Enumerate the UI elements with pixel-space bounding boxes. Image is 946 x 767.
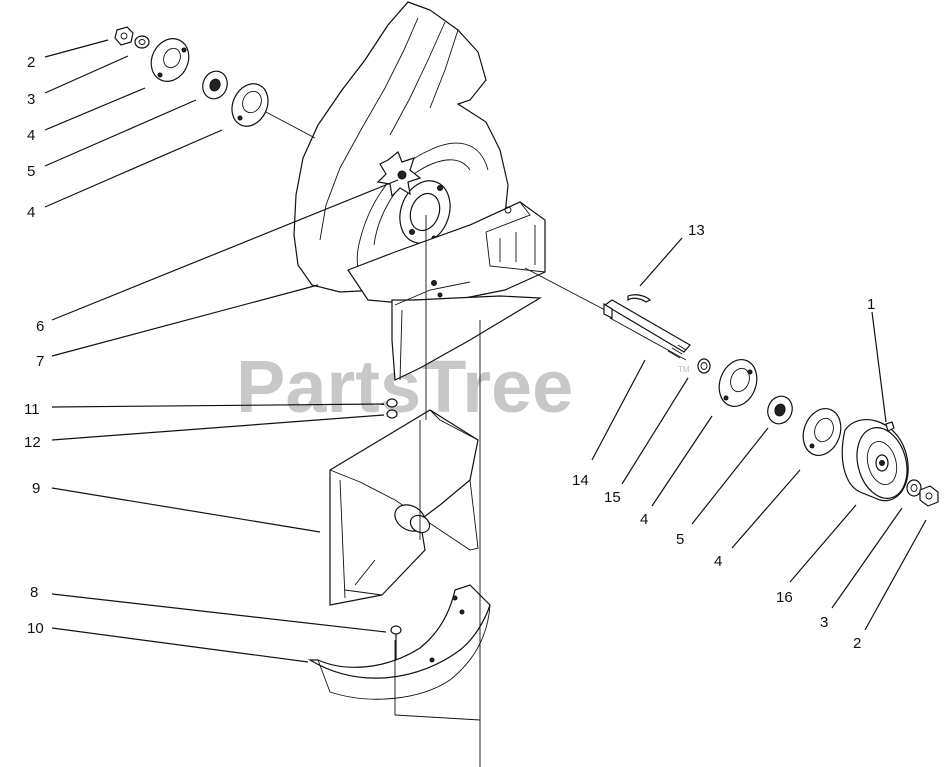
callout-7: 7 — [36, 353, 44, 370]
left-bearing-stack — [114, 26, 316, 139]
callout-3: 3 — [27, 91, 35, 108]
callout-15: 15 — [604, 489, 621, 506]
watermark-trademark: TM — [678, 365, 690, 374]
callout-4: 4 — [27, 204, 35, 221]
callout-10: 10 — [27, 620, 44, 637]
callout-1: 1 — [867, 296, 875, 313]
callout-12: 12 — [24, 434, 41, 451]
callout-5: 5 — [27, 163, 35, 180]
construction-lines — [394, 215, 481, 767]
callout-13: 13 — [688, 222, 705, 239]
callout-11: 11 — [24, 401, 40, 418]
chute-bracket — [347, 201, 546, 381]
impeller-housing — [293, 1, 509, 296]
impeller — [329, 409, 479, 606]
callout-5: 5 — [676, 531, 684, 548]
callout-4: 4 — [640, 511, 648, 528]
callout-8: 8 — [30, 584, 38, 601]
leader-lines — [44, 39, 927, 663]
fasteners-center — [386, 398, 402, 660]
right-shaft-stack — [524, 267, 939, 507]
callout-2: 2 — [853, 635, 861, 652]
callout-6: 6 — [36, 318, 44, 335]
callout-2: 2 — [27, 54, 35, 71]
callout-labels: 2 3 4 5 4 6 7 11 12 9 8 10 13 1 14 15 4 … — [24, 54, 875, 652]
callout-3: 3 — [820, 614, 828, 631]
callout-9: 9 — [32, 480, 40, 497]
callout-4: 4 — [27, 127, 35, 144]
callout-4: 4 — [714, 553, 722, 570]
callout-14: 14 — [572, 472, 589, 489]
callout-16: 16 — [776, 589, 793, 606]
